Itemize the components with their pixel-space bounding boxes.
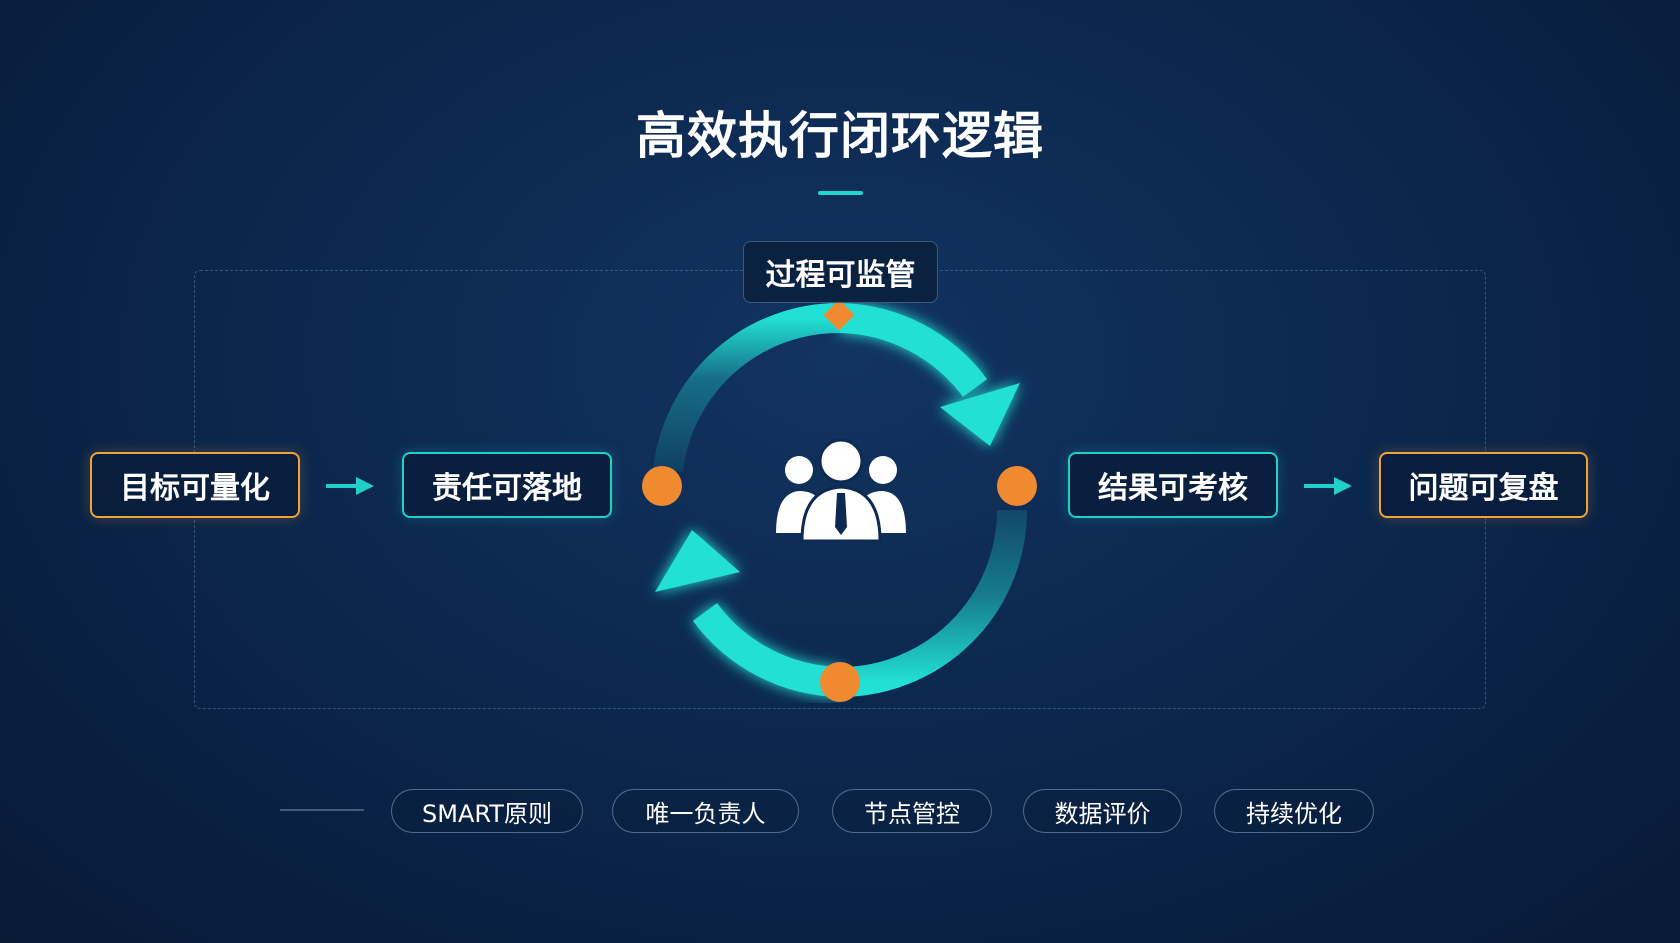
- lower-cycle-arc-bright: [692, 602, 841, 697]
- upper-cycle-arc-bright: [839, 303, 988, 398]
- arrow-right-icon: [1304, 477, 1352, 495]
- tag-smart: SMART原则: [391, 789, 583, 833]
- lower-arrowhead-icon: [655, 530, 740, 592]
- legend-divider: [280, 809, 364, 811]
- node-process-monitor: 过程可监管: [743, 241, 938, 303]
- tag-data-evaluation: 数据评价: [1023, 789, 1182, 833]
- node-goal-quantifiable: 目标可量化: [90, 452, 300, 518]
- node-responsibility: 责任可落地: [402, 452, 612, 518]
- page-title: 高效执行闭环逻辑: [636, 107, 1044, 165]
- right-node-dot: [997, 466, 1037, 506]
- upper-cycle-arc: [653, 302, 841, 472]
- tag-node-control: 节点管控: [832, 789, 992, 833]
- top-node-diamond: [823, 299, 855, 331]
- node-result-assessable: 结果可考核: [1068, 452, 1278, 518]
- title-underline: [818, 191, 863, 195]
- tag-owner: 唯一负责人: [612, 789, 799, 833]
- arrow-right-icon: [326, 477, 374, 495]
- left-node-dot: [642, 466, 682, 506]
- tag-continuous-improvement: 持续优化: [1214, 789, 1374, 833]
- node-problem-review: 问题可复盘: [1379, 452, 1588, 518]
- team-icon: [776, 438, 906, 543]
- lower-cycle-arc: [839, 509, 1027, 697]
- upper-arrowhead-icon: [940, 383, 1020, 446]
- bottom-node-dot: [820, 662, 860, 702]
